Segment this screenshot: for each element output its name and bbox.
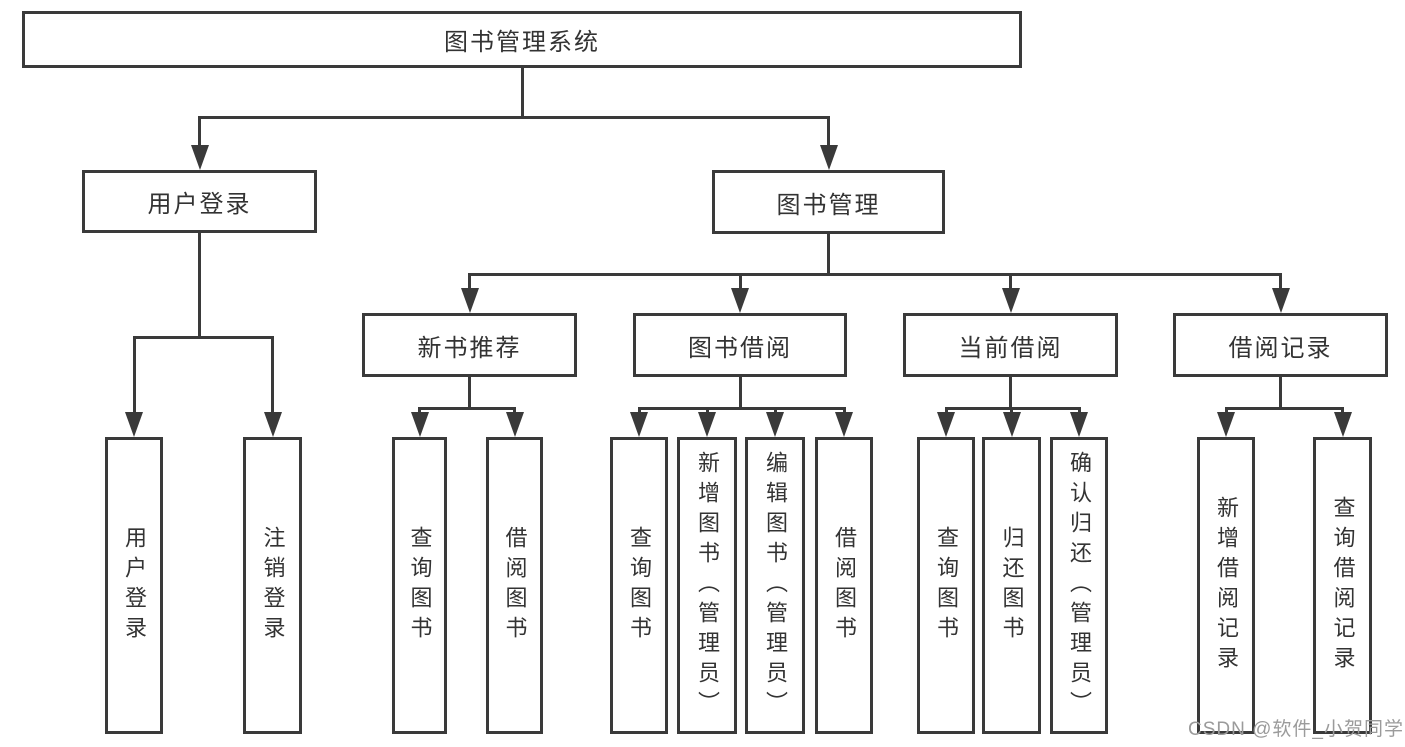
connector-drop-book-management — [827, 115, 830, 145]
arrowhead-down-icon — [1070, 412, 1088, 437]
node-label-current-borrowing: 当前借阅 — [958, 334, 1063, 362]
arrowhead-down-icon — [630, 412, 648, 437]
connector-drop-edit-book-admin — [773, 406, 777, 412]
node-user-login-leaf: 用户登录 — [105, 437, 163, 734]
connector-rail-root — [198, 115, 830, 119]
connector-drop-confirm-return-admin — [1077, 406, 1081, 412]
node-label-logout-leaf: 注销登录 — [260, 525, 286, 646]
node-label-book-management: 图书管理 — [776, 191, 881, 219]
arrowhead-down-icon — [1217, 412, 1235, 437]
connector-drop-query-book-borrow — [637, 406, 641, 412]
arrowhead-down-icon — [766, 412, 784, 437]
node-label-borrowing-records: 借阅记录 — [1228, 334, 1333, 362]
arrowhead-down-icon — [263, 412, 282, 437]
node-add-borrow-record: 新增借阅记录 — [1197, 437, 1255, 734]
arrowhead-down-icon — [819, 145, 838, 170]
node-query-book-rec: 查询图书 — [392, 437, 447, 734]
node-label-return-book: 归还图书 — [999, 525, 1025, 646]
arrowhead-down-icon — [460, 288, 479, 313]
node-edit-book-admin: 编辑图书（管理员） — [745, 437, 805, 734]
node-borrow-book-rec: 借阅图书 — [486, 437, 543, 734]
connector-rail-user-login — [132, 335, 274, 339]
node-label-query-borrow-record: 查询借阅记录 — [1330, 495, 1356, 676]
arrowhead-down-icon — [835, 412, 853, 437]
connector-drop-new-book-recommend — [468, 272, 471, 288]
node-label-new-book-recommend: 新书推荐 — [417, 334, 522, 362]
connector-drop-query-borrow-record — [1341, 406, 1344, 412]
connector-stem-book-management — [827, 234, 830, 276]
node-new-book-recommend: 新书推荐 — [362, 313, 577, 377]
node-label-borrow-book-leaf: 借阅图书 — [832, 525, 857, 646]
connector-rail-book-borrowing — [637, 406, 846, 410]
node-return-book: 归还图书 — [982, 437, 1041, 734]
node-label-add-book-admin: 新增图书（管理员） — [695, 450, 720, 721]
connector-drop-query-book-rec — [418, 406, 421, 412]
arrowhead-down-icon — [410, 412, 429, 437]
node-label-add-borrow-record: 新增借阅记录 — [1214, 495, 1239, 676]
node-label-borrow-book-rec: 借阅图书 — [502, 525, 528, 646]
connector-drop-current-borrowing — [1009, 272, 1012, 288]
node-label-book-borrowing: 图书借阅 — [688, 334, 792, 362]
arrowhead-down-icon — [505, 412, 524, 437]
connector-rail-borrowing-records — [1224, 406, 1344, 410]
connector-drop-logout-leaf — [271, 335, 274, 412]
arrowhead-down-icon — [731, 288, 749, 313]
arrowhead-down-icon — [1002, 412, 1021, 437]
connector-rail-new-book-recommend — [418, 406, 516, 410]
connector-drop-user-login-leaf — [132, 335, 136, 412]
node-label-query-book-current: 查询图书 — [934, 525, 959, 646]
connector-stem-user-login — [198, 233, 201, 339]
node-label-confirm-return-admin: 确认归还（管理员） — [1067, 450, 1092, 721]
node-query-borrow-record: 查询借阅记录 — [1313, 437, 1372, 734]
node-label-user-login-leaf: 用户登录 — [122, 525, 147, 646]
connector-stem-book-borrowing — [738, 377, 742, 410]
node-label-query-book-rec: 查询图书 — [407, 525, 433, 646]
node-borrow-book-leaf: 借阅图书 — [815, 437, 873, 734]
csdn-watermark: CSDN @软件_小贺同学 — [1188, 719, 1404, 740]
node-label-query-book-borrow: 查询图书 — [627, 525, 652, 646]
connector-rail-book-management — [468, 272, 1282, 276]
connector-drop-book-borrowing — [738, 272, 742, 288]
connector-drop-query-book-current — [944, 406, 948, 412]
connector-stem-borrowing-records — [1279, 377, 1282, 410]
node-label-user-login: 用户登录 — [147, 191, 252, 218]
connector-drop-borrowing-records — [1279, 272, 1282, 288]
node-book-management: 图书管理 — [712, 170, 945, 234]
connector-drop-borrow-book-rec — [513, 406, 516, 412]
arrowhead-down-icon — [125, 412, 143, 437]
arrowhead-down-icon — [698, 412, 716, 437]
node-add-book-admin: 新增图书（管理员） — [677, 437, 737, 734]
connector-drop-add-borrow-record — [1224, 406, 1228, 412]
arrowhead-down-icon — [190, 145, 209, 170]
arrowhead-down-icon — [1271, 288, 1290, 313]
node-query-book-current: 查询图书 — [917, 437, 975, 734]
arrowhead-down-icon — [1333, 412, 1352, 437]
node-query-book-borrow: 查询图书 — [610, 437, 668, 734]
arrowhead-down-icon — [937, 412, 955, 437]
node-root: 图书管理系统 — [22, 11, 1022, 68]
connector-drop-return-book — [1010, 406, 1013, 412]
node-current-borrowing: 当前借阅 — [903, 313, 1118, 377]
connector-stem-new-book-recommend — [468, 377, 471, 410]
connector-drop-borrow-book-leaf — [842, 406, 846, 412]
arrowhead-down-icon — [1001, 288, 1020, 313]
node-label-root: 图书管理系统 — [444, 29, 600, 56]
node-book-borrowing: 图书借阅 — [633, 313, 847, 377]
node-label-edit-book-admin: 编辑图书（管理员） — [763, 450, 788, 721]
node-user-login: 用户登录 — [82, 170, 317, 233]
node-confirm-return-admin: 确认归还（管理员） — [1050, 437, 1108, 734]
node-logout-leaf: 注销登录 — [243, 437, 302, 734]
connector-drop-add-book-admin — [705, 406, 709, 412]
connector-stem-root — [520, 68, 524, 119]
node-borrowing-records: 借阅记录 — [1173, 313, 1388, 377]
connector-stem-current-borrowing — [1009, 377, 1012, 410]
connector-drop-user-login — [198, 115, 201, 145]
